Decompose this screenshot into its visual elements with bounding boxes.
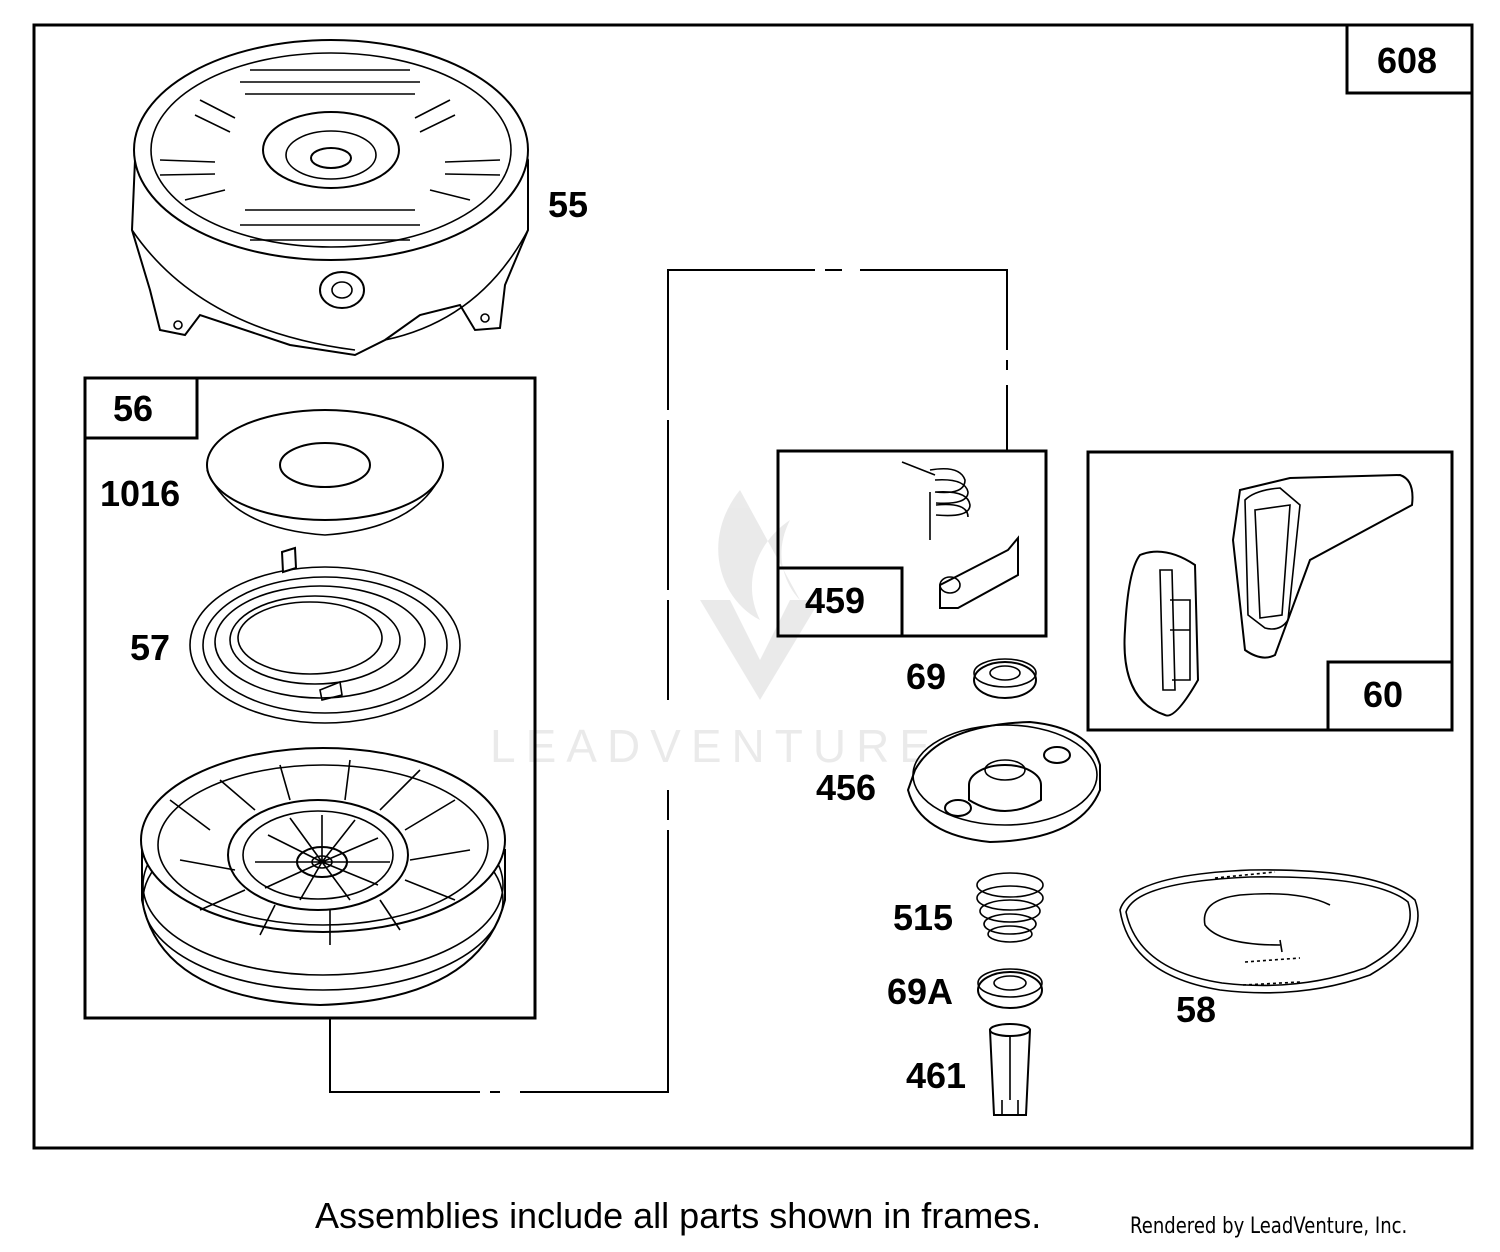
callout-60[interactable]: 60 [1363, 674, 1403, 715]
callout-58[interactable]: 58 [1176, 989, 1216, 1030]
starter-handle-illustration[interactable] [1123, 473, 1414, 717]
callout-461[interactable]: 461 [906, 1055, 966, 1096]
blower-housing-illustration[interactable] [130, 39, 529, 357]
leadventure-watermark: LEADVENTURE [490, 490, 940, 772]
rewind-spring-illustration[interactable] [189, 546, 461, 724]
callout-459[interactable]: 459 [805, 580, 865, 621]
assemblies-note: Assemblies include all parts shown in fr… [315, 1195, 1042, 1236]
callout-69[interactable]: 69 [906, 656, 946, 697]
spring-515-illustration[interactable] [976, 872, 1044, 943]
callout-515[interactable]: 515 [893, 897, 953, 938]
callout-56[interactable]: 56 [113, 388, 153, 429]
callout-1016[interactable]: 1016 [100, 473, 180, 514]
callout-55[interactable]: 55 [548, 184, 588, 225]
pawl-spring-illustration[interactable] [901, 461, 1019, 609]
starter-rope-illustration[interactable] [1119, 869, 1419, 994]
callout-69a[interactable]: 69A [887, 971, 953, 1012]
handle-kit-label-box [1326, 660, 1454, 732]
assembly-label-box [1345, 23, 1474, 95]
starter-pulley-illustration[interactable] [140, 747, 506, 1007]
pawl-kit-label-box [776, 566, 904, 638]
washer-1016-illustration[interactable] [206, 409, 444, 536]
assembly-frame [32, 23, 1474, 1150]
svg-text:LEADVENTURE: LEADVENTURE [490, 720, 940, 772]
washer-69a-illustration[interactable] [977, 968, 1043, 1009]
pin-461-illustration[interactable] [988, 1023, 1032, 1116]
pulley-label-box [83, 376, 199, 440]
render-credit: Rendered by LeadVenture, Inc. [1130, 1214, 1408, 1239]
handle-kit-frame [1086, 450, 1454, 732]
pulley-assembly-frame [83, 376, 537, 1020]
assembly-connector-line [329, 269, 1008, 1093]
callout-57[interactable]: 57 [130, 627, 170, 668]
pawl-kit-frame [776, 449, 1048, 638]
callout-608[interactable]: 608 [1377, 40, 1437, 81]
callout-456[interactable]: 456 [816, 767, 876, 808]
pawl-retainer-illustration[interactable] [906, 720, 1101, 844]
washer-69-illustration[interactable] [973, 658, 1037, 699]
